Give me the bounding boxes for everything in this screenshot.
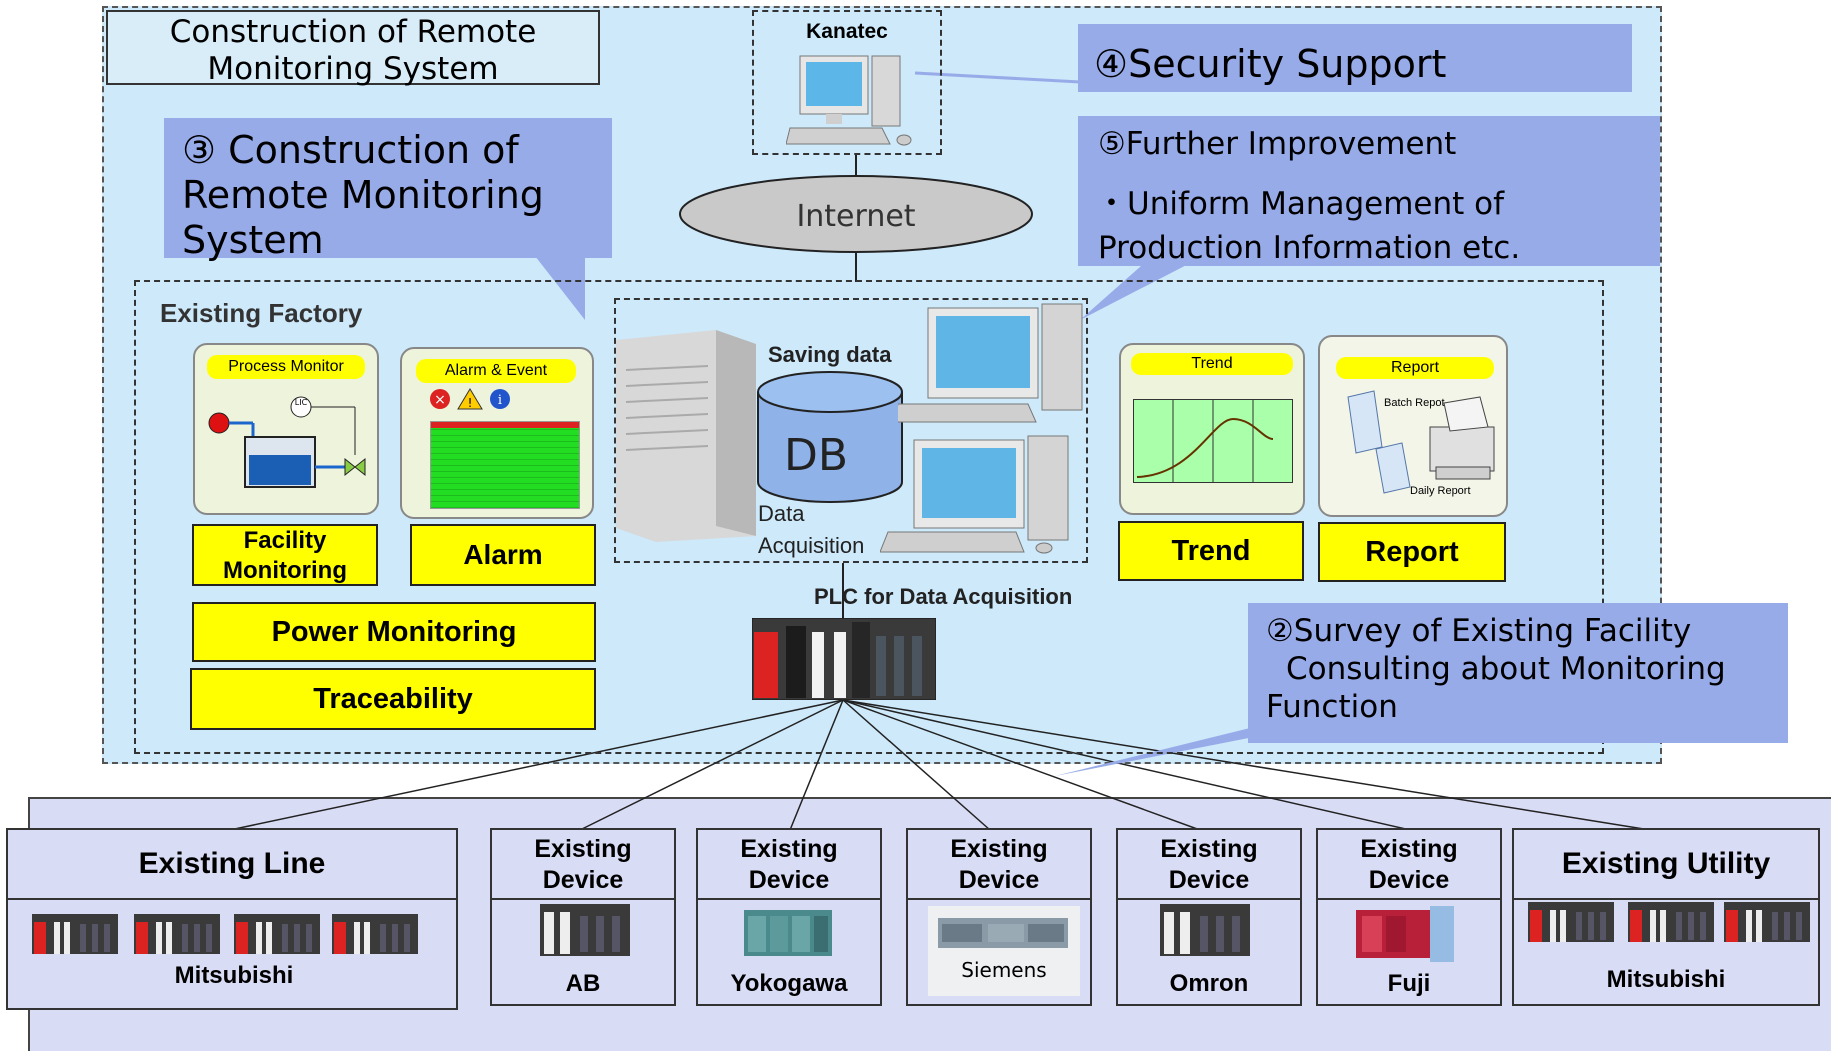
svg-text:i: i	[498, 393, 502, 408]
svg-text:!: !	[468, 396, 473, 410]
existing-utility-plc-icons	[1528, 902, 1810, 942]
further-improvement-title: ⑤Further Improvement	[1098, 126, 1457, 162]
siemens-plc-icon	[938, 918, 1068, 948]
report-pill: Report	[1336, 357, 1494, 379]
alarm-event-panel: Alarm & Event × ! i	[400, 347, 594, 519]
further-improvement-callout: ⑤Further Improvement ・Uniform Management…	[1078, 116, 1660, 266]
existing-device-ab-box: Existing Device AB	[490, 828, 676, 1006]
alarm-list-grid	[430, 421, 580, 509]
workstation-upper-icon	[898, 303, 1083, 423]
alarm-status-icons: × ! i	[430, 388, 510, 410]
lic-label: LIC	[295, 398, 308, 407]
diagram-title-text: Construction of Remote Monitoring System	[169, 14, 537, 87]
daily-report-label: Daily Report	[1410, 485, 1471, 497]
trend-panel: Trend	[1119, 343, 1305, 515]
construction-callout: ③ Construction of Remote Monitoring Syst…	[164, 118, 612, 262]
existing-line-maker: Mitsubishi	[174, 962, 294, 989]
existing-device-yokogawa-box: Existing Device Yokogawa	[696, 828, 882, 1006]
security-support-text: ④Security Support	[1094, 42, 1447, 86]
security-support-callout: ④Security Support	[1078, 24, 1632, 92]
report-panel: Report Batch Repot Daily Report	[1318, 335, 1508, 517]
kanatec-box: Kanatec	[752, 10, 942, 155]
existing-device-omron-title: Existing Device	[1118, 834, 1300, 900]
existing-device-siemens-title: Existing Device	[908, 834, 1090, 900]
construction-text: ③ Construction of Remote Monitoring Syst…	[182, 128, 544, 262]
yokogawa-plc-icon	[744, 910, 832, 956]
plc-icon	[752, 618, 936, 700]
svg-text:×: ×	[434, 392, 446, 408]
alarm-list-header	[431, 422, 579, 428]
data-acquisition-label: Data Acquisition	[758, 501, 865, 558]
db-label: DB	[784, 430, 848, 481]
alarm-event-pill: Alarm & Event	[416, 359, 576, 383]
internet-label: Internet	[796, 199, 915, 234]
existing-device-fuji-maker: Fuji	[1387, 970, 1431, 997]
existing-utility-maker: Mitsubishi	[1606, 966, 1726, 993]
fuji-plc-icon	[1356, 906, 1454, 962]
process-monitor-pill: Process Monitor	[207, 355, 365, 379]
existing-factory-box: Existing Factory	[134, 280, 1604, 754]
workstation-lower-icon	[880, 435, 1069, 554]
trend-pill: Trend	[1131, 353, 1293, 375]
report-printer-icon	[1347, 390, 1495, 494]
database-icon: DB	[757, 371, 903, 503]
omron-plc-icon	[1160, 904, 1250, 956]
existing-device-yokogawa-maker: Yokogawa	[730, 970, 848, 997]
existing-device-siemens-maker: Siemens	[961, 958, 1047, 982]
existing-line-plc-icons	[32, 914, 418, 954]
survey-line3: Function	[1266, 689, 1398, 725]
traceability-label: Traceability	[190, 668, 596, 730]
existing-utility-title: Existing Utility	[1514, 830, 1818, 900]
existing-device-omron-maker: Omron	[1169, 970, 1249, 997]
saving-data-label: Saving data	[768, 342, 892, 367]
trend-label: Trend	[1118, 521, 1304, 581]
power-monitoring-label: Power Monitoring	[192, 602, 596, 662]
existing-utility-box: Existing Utility Mitsubishi	[1512, 828, 1820, 1006]
report-label: Report	[1318, 522, 1506, 582]
diagram-title: Construction of Remote Monitoring System	[106, 10, 600, 87]
siemens-panel: Siemens	[928, 906, 1080, 996]
existing-device-fuji-title: Existing Device	[1318, 834, 1500, 900]
existing-device-siemens-box: Existing Device Siemens	[906, 828, 1092, 1006]
trend-chart-icon	[1133, 399, 1293, 483]
server-icon	[616, 330, 756, 542]
existing-device-ab-maker: AB	[565, 970, 601, 997]
survey-callout: ②Survey of Existing Facility Consulting …	[1248, 603, 1788, 743]
alarm-label: Alarm	[410, 524, 596, 586]
existing-device-yokogawa-title: Existing Device	[698, 834, 880, 900]
plc-label: PLC for Data Acquisition	[814, 584, 1073, 609]
existing-line-title: Existing Line	[8, 830, 456, 900]
existing-factory-label: Existing Factory	[160, 298, 363, 328]
existing-line-box: Existing Line Mitsubishi	[6, 828, 458, 1010]
existing-device-omron-box: Existing Device Omron	[1116, 828, 1302, 1006]
further-improvement-line2: Production Information etc.	[1098, 230, 1521, 266]
kanatec-label: Kanatec	[806, 20, 888, 43]
facility-monitoring-label: Facility Monitoring	[192, 524, 378, 586]
process-monitor-panel: Process Monitor LIC	[193, 343, 379, 515]
survey-line1: ②Survey of Existing Facility	[1266, 613, 1692, 649]
existing-device-ab-title: Existing Device	[492, 834, 674, 900]
existing-device-fuji-box: Existing Device Fuji	[1316, 828, 1502, 1006]
data-acquisition-box	[614, 298, 1088, 563]
ab-plc-icon	[540, 904, 630, 956]
process-diagram-icon: LIC	[208, 396, 366, 488]
further-improvement-line1: ・Uniform Management of	[1096, 186, 1505, 222]
survey-line2: Consulting about Monitoring	[1286, 651, 1726, 687]
batch-report-label: Batch Repot	[1384, 397, 1445, 409]
internet-cloud: Internet	[679, 175, 1033, 253]
kanatec-computer-icon	[786, 55, 912, 146]
